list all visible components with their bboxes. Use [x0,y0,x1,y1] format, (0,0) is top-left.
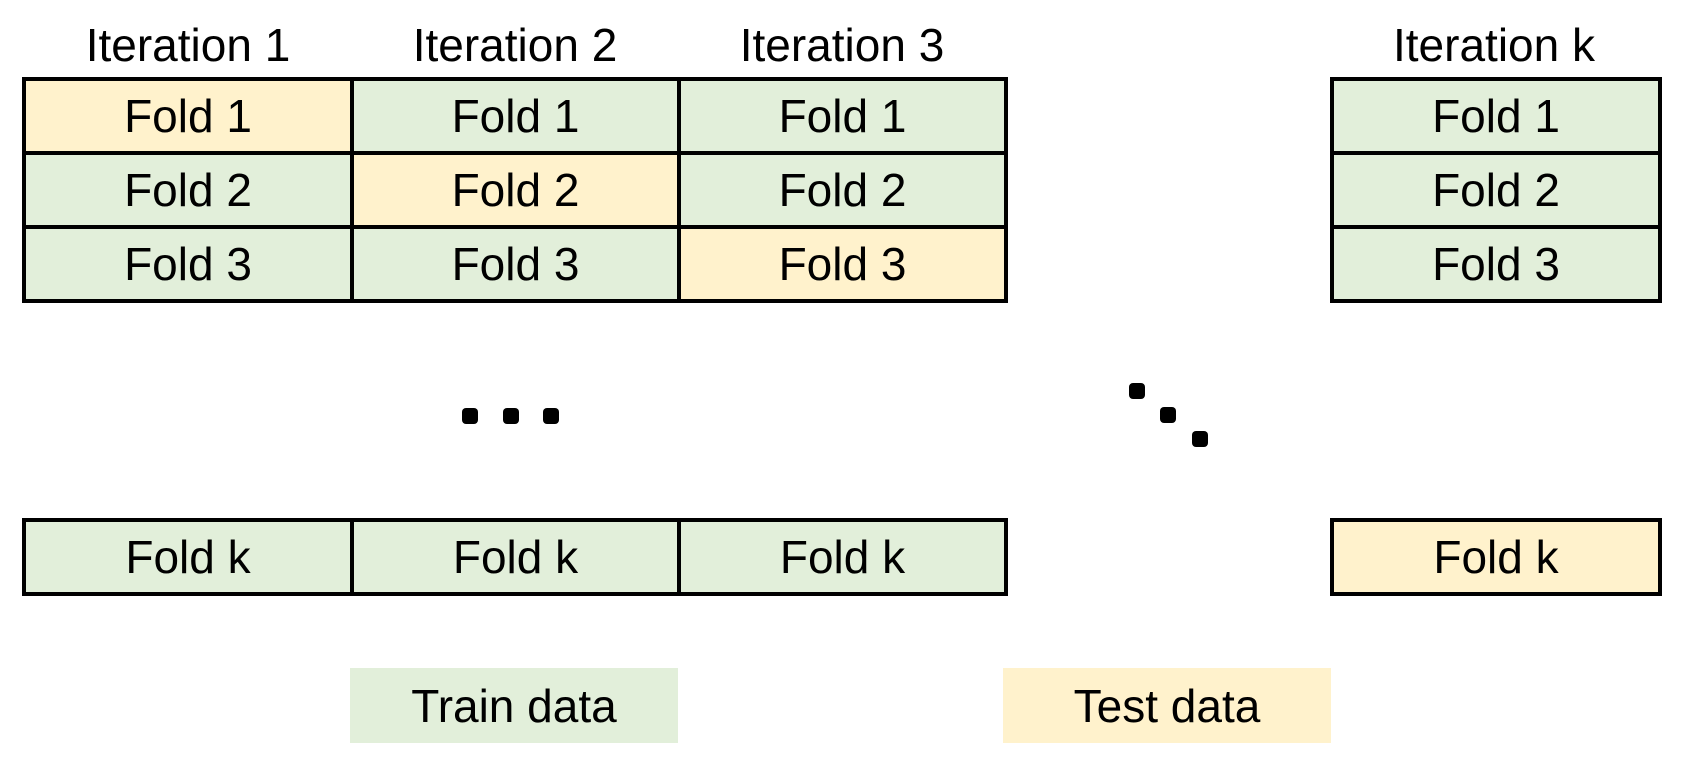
legend-train-data: Train data [350,668,678,743]
fold-cell: Fold 2 [350,151,681,229]
fold-k-cell: Fold k [1330,518,1662,596]
fold-cell: Fold 3 [350,225,681,303]
fold-cell: Fold 2 [22,151,354,229]
fold-cell: Fold 1 [677,77,1008,155]
fold-cell: Fold 3 [22,225,354,303]
legend-test-data: Test data [1003,668,1331,743]
fold-k-cell: Fold k [677,518,1008,596]
fold-cell: Fold 1 [22,77,354,155]
iteration-header-1: Iteration 1 [85,19,291,71]
fold-k-cell: Fold k [350,518,681,596]
fold-cell: Fold 3 [1330,225,1662,303]
fold-cell: Fold 2 [1330,151,1662,229]
fold-k-cell: Fold k [22,518,354,596]
fold-cell: Fold 3 [677,225,1008,303]
iteration-header-k: Iteration k [1393,19,1595,71]
fold-cell: Fold 2 [677,151,1008,229]
iteration-header-3: Iteration 3 [739,19,945,71]
fold-cell: Fold 1 [350,77,681,155]
fold-cell: Fold 1 [1330,77,1662,155]
iteration-header-2: Iteration 2 [412,19,618,71]
